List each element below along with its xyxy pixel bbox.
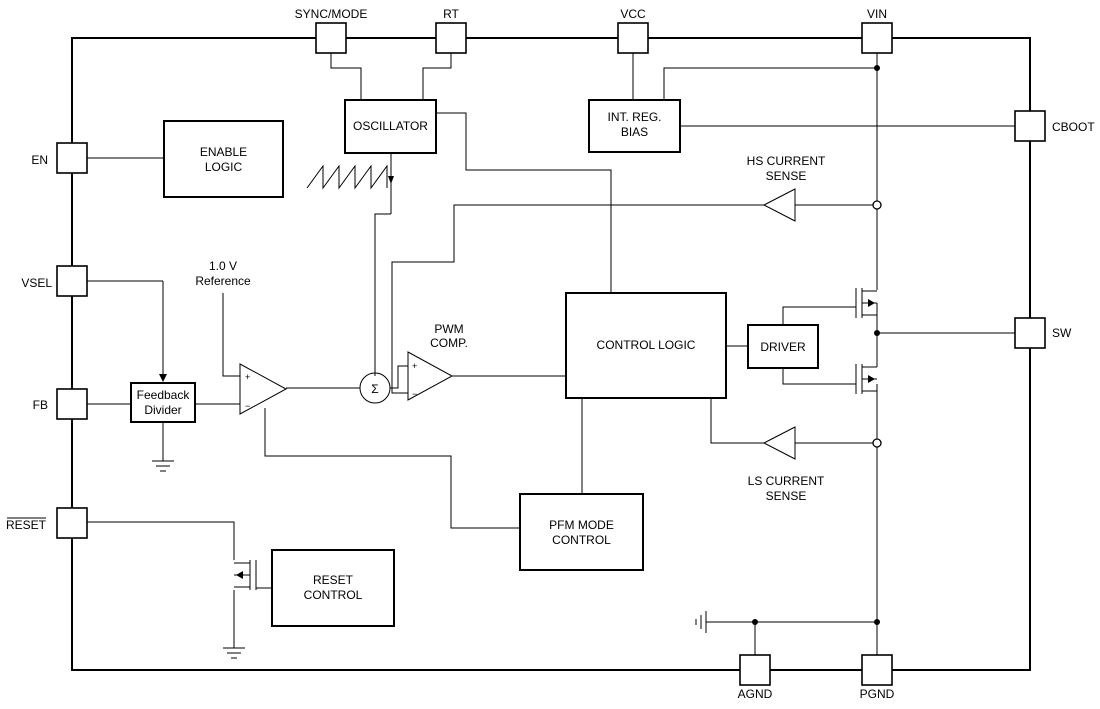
pwm-comp-label-line1: PWM	[434, 322, 463, 336]
enable-logic-label-line1: ENABLE	[200, 145, 247, 159]
osc-to-control-wire	[436, 112, 612, 293]
pin-vcc-label: VCC	[620, 7, 646, 21]
pin-cboot-label: CBOOT	[1052, 120, 1095, 134]
feedback-divider-block	[130, 382, 196, 423]
reset-ground-icon	[223, 647, 245, 659]
pin-fb	[56, 388, 88, 420]
int-reg-bias-label-line1: INT. REG.	[607, 110, 661, 124]
int-reg-bias-label-line2: BIAS	[621, 125, 648, 139]
reset-control-label-line1: RESET	[313, 573, 354, 587]
driver-label: DRIVER	[760, 340, 806, 354]
reference-label-line1: 1.0 V	[209, 259, 237, 273]
pin-cboot	[1014, 110, 1046, 142]
enable-logic-label-line2: LOGIC	[205, 160, 243, 174]
pin-agnd-label: AGND	[738, 687, 773, 701]
agnd-ground-icon	[695, 611, 707, 633]
pin-vcc	[617, 22, 649, 54]
agnd-junction-dot	[752, 619, 758, 625]
pin-sw	[1014, 317, 1046, 349]
amp-to-pfm-wire	[264, 408, 520, 529]
pin-vin-label: VIN	[867, 7, 887, 21]
pin-sync-mode-label: SYNC/MODE	[295, 7, 368, 21]
pgnd-junction-dot	[874, 619, 880, 625]
sum-to-pwm-wire	[390, 365, 408, 389]
hs-current-sense-label-line1: HS CURRENT	[747, 154, 826, 168]
pin-rt	[435, 22, 467, 54]
pwm-comp-minus: −	[412, 389, 417, 399]
vin-to-reg-wire	[663, 67, 877, 100]
reference-wire	[222, 293, 240, 377]
oscillator-label: OSCILLATOR	[353, 119, 428, 133]
ls-sense-node	[872, 438, 882, 448]
ramp-to-sum-wire	[374, 213, 391, 376]
driver-ls-gate-wire	[782, 368, 856, 385]
int-reg-bias-block	[588, 99, 681, 153]
ls-current-sense-label-line2: SENSE	[766, 489, 807, 503]
summing-junction-symbol: Σ	[371, 382, 378, 396]
vin-junction-dot	[874, 65, 880, 71]
pin-rt-label: RT	[443, 7, 459, 21]
reset-wire	[87, 521, 235, 560]
divider-ground-icon	[152, 460, 174, 472]
pin-vin	[861, 22, 893, 54]
sawtooth-icon	[306, 164, 394, 190]
vsel-arrowhead	[159, 374, 167, 382]
pfm-mode-control-label-line1: PFM MODE	[549, 518, 614, 532]
pin-pgnd	[861, 654, 893, 686]
control-logic-block	[565, 292, 727, 399]
control-logic-label: CONTROL LOGIC	[597, 338, 696, 352]
pin-pgnd-label: PGND	[860, 687, 895, 701]
hs-sense-node	[872, 200, 882, 210]
driver-block	[747, 324, 819, 369]
pwm-comparator	[407, 351, 454, 401]
ls-mosfet	[855, 350, 878, 394]
enable-logic-block	[163, 120, 284, 198]
pfm-mode-control-label-line2: CONTROL	[552, 533, 611, 547]
pin-vsel-label: VSEL	[21, 276, 52, 290]
driver-hs-gate-wire	[782, 306, 856, 325]
reset-control-label-line2: CONTROL	[304, 588, 363, 602]
pfm-mode-control-block	[519, 493, 644, 571]
error-amp-plus: +	[245, 372, 250, 382]
summing-junction	[359, 372, 391, 404]
hs-to-pwm-wire	[391, 204, 764, 394]
error-amplifier	[239, 363, 288, 415]
ls-current-sense-label-line1: LS CURRENT	[748, 474, 825, 488]
reference-label-line2: Reference	[195, 274, 251, 288]
pwm-comp-plus: +	[412, 361, 417, 371]
pin-en	[56, 142, 88, 174]
rt-wire	[422, 53, 452, 100]
pwm-comp-label-line2: COMP.	[430, 336, 468, 350]
reset-mosfet	[234, 560, 257, 590]
hs-mosfet	[855, 288, 878, 350]
sw-junction-dot	[874, 330, 880, 336]
oscillator-block	[344, 99, 437, 154]
pin-vsel	[56, 265, 88, 297]
ls-current-sense-amp	[762, 426, 796, 460]
sync-mode-wire	[330, 53, 362, 100]
pin-agnd	[739, 654, 771, 686]
pin-fb-label: FB	[33, 398, 48, 412]
pin-en-label: EN	[31, 153, 48, 167]
reset-control-block	[271, 549, 395, 627]
hs-current-sense-amp	[762, 188, 796, 222]
pin-sw-label: SW	[1052, 326, 1072, 340]
feedback-divider-label-line2: Divider	[144, 403, 181, 417]
hs-current-sense-label-line2: SENSE	[766, 169, 807, 183]
chip-outline	[71, 37, 1031, 671]
ls-sense-to-control-wire	[710, 398, 764, 444]
feedback-divider-label-line1: Feedback	[137, 388, 191, 402]
pin-sync-mode	[315, 22, 347, 54]
pin-reset-label: RESET	[6, 518, 47, 532]
pin-reset	[56, 507, 88, 539]
error-amp-minus: −	[245, 401, 250, 411]
